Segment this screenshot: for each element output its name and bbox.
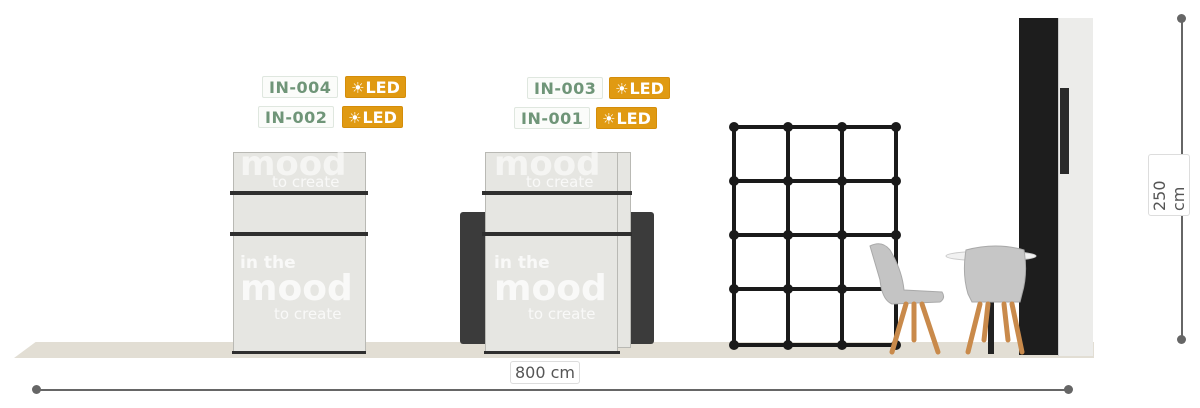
led-badge-in-004: ☀LED <box>345 76 406 98</box>
brand-mood-top-ghost: mood <box>494 144 601 184</box>
counter-middle-frame-1 <box>482 191 632 195</box>
height-dimension-bottom-dot <box>1177 335 1186 344</box>
wall-screen <box>1060 88 1069 174</box>
tag-in-003: IN-003 <box>527 77 604 99</box>
counter-left-frame-2 <box>230 232 368 236</box>
height-dimension-top-dot <box>1177 14 1186 23</box>
side-wall-panel <box>1058 18 1093 356</box>
width-dimension-start-dot <box>32 385 41 394</box>
led-label: LED <box>616 109 651 128</box>
brand-mood: mood <box>494 268 607 309</box>
counter-middle: mood to create in the mood to create <box>485 147 618 354</box>
tag-in-002: IN-002 <box>258 106 335 128</box>
brand-sub-top: to create <box>272 173 340 191</box>
width-dimension-line <box>36 389 1068 391</box>
led-badge-in-003: ☀LED <box>609 77 670 99</box>
brand-mood-top-ghost: mood <box>240 144 347 184</box>
led-label: LED <box>365 78 400 97</box>
tag-in-001: IN-001 <box>514 107 591 129</box>
brand-mood: mood <box>240 268 353 309</box>
sun-icon: ☀ <box>351 79 365 97</box>
counter-middle-base <box>484 351 620 354</box>
brand-sub: to create <box>528 305 596 323</box>
height-dimension-label: 250 cm <box>1148 154 1190 216</box>
width-dimension-end-dot <box>1064 385 1073 394</box>
width-dimension-label: 800 cm <box>510 361 581 384</box>
led-badge-in-001: ☀LED <box>596 107 657 129</box>
counter-left-base <box>232 351 366 354</box>
back-wall-panel <box>1019 18 1061 355</box>
brand-line1: in the <box>494 253 550 273</box>
led-label: LED <box>629 79 664 98</box>
chair-right <box>963 245 1027 355</box>
brand-line1: in the <box>240 253 296 273</box>
counter-left-frame-1 <box>230 191 368 195</box>
brand-sub-top: to create <box>526 173 594 191</box>
led-label: LED <box>362 108 397 127</box>
chair-left <box>869 243 945 355</box>
brand-sub: to create <box>274 305 342 323</box>
counter-middle-frame-2 <box>482 232 632 236</box>
led-badge-in-002: ☀LED <box>342 106 403 128</box>
tag-in-004: IN-004 <box>262 76 339 98</box>
sun-icon: ☀ <box>615 80 629 98</box>
counter-left: mood to create in the mood to create <box>233 147 366 354</box>
sun-icon: ☀ <box>602 110 616 128</box>
sun-icon: ☀ <box>348 109 362 127</box>
